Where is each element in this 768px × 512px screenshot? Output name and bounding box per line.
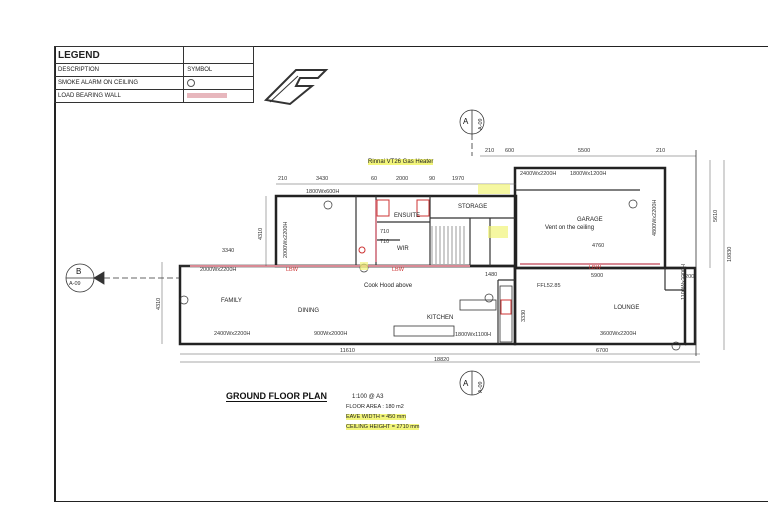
note-lbw-wir: LBW [392, 267, 404, 273]
section-a-bottom-sheet: A-09 [478, 381, 484, 393]
dim-right-upper: 5610 [713, 209, 719, 222]
window-top-bed: 1800Wx600H [306, 189, 340, 195]
room-dining: DINING [298, 308, 319, 314]
dim-top-8: 5500 [578, 148, 591, 154]
room-storage: STORAGE [458, 204, 488, 210]
load-bearing-wall-swatch [187, 92, 228, 98]
dim-left-b: 4310 [156, 297, 162, 310]
dim-top-6: 210 [485, 148, 495, 154]
dim-ensuite-710a: 710 [380, 229, 390, 235]
section-markers [65, 109, 485, 396]
section-a-top-sheet: A-09 [478, 118, 484, 130]
dim-vertical-3330: 3330 [521, 309, 527, 322]
dim-top-1: 3430 [316, 176, 329, 182]
dim-lounge-inner: 5900 [591, 273, 604, 279]
room-lounge: LOUNGE [614, 305, 640, 311]
dim-garage-inner: 4760 [592, 243, 605, 249]
note-cook-hood: Cook Hood above [364, 283, 413, 289]
floor-area: FLOOR AREA : 180 m2 [346, 404, 404, 410]
room-kitchen: KITCHEN [427, 315, 454, 321]
room-wir: WIR [397, 246, 409, 252]
note-gas-heater: Rinnai VT26 Gas Heater [368, 159, 434, 165]
plan-scale: 1:100 @ A3 [352, 394, 384, 400]
dim-ensuite-710b: 710 [380, 239, 390, 245]
note-ffl: FFL52.85 [537, 283, 561, 289]
dim-lounge-small: 1200 [682, 274, 695, 280]
window-bed-side: 2000Wx2200H [283, 221, 289, 258]
section-b-sheet: A-09 [69, 281, 81, 287]
window-family-bottom: 2400Wx2200H [214, 331, 251, 337]
stair-hatch [431, 226, 465, 264]
window-garage-top-a: 2400Wx2200H [520, 171, 557, 177]
ceiling-height: CEILING HEIGHT = 2710 mm [346, 424, 420, 430]
note-lbw-garage: LBW [589, 265, 601, 271]
dim-kitchen-step: 1480 [485, 272, 498, 278]
dim-top-7: 600 [505, 148, 515, 154]
dim-left-a: 3340 [222, 248, 235, 254]
dim-top-9: 210 [656, 148, 666, 154]
kitchen-bench [393, 285, 513, 343]
dim-bottom-left: 11610 [340, 348, 355, 354]
room-ensuite: ENSUITE [394, 213, 421, 219]
sheet-border [54, 46, 768, 502]
window-lounge-bottom: 3600Wx2200H [600, 331, 637, 337]
section-b-label: B [76, 267, 82, 276]
plan-title: GROUND FLOOR PLAN [226, 391, 327, 402]
dim-right-overall: 10830 [727, 246, 733, 262]
room-garage: GARAGE [577, 217, 603, 223]
dim-top-4: 90 [429, 176, 436, 182]
dimension-lines [161, 155, 725, 363]
legend-table: LEGEND DESCRIPTION SYMBOL SMOKE ALARM ON… [53, 46, 254, 103]
dim-top-5: 1970 [452, 176, 465, 182]
section-a-top-label: A [463, 117, 469, 126]
legend-row-load-bearing: LOAD BEARING WALL [53, 89, 185, 103]
smoke-alarm-symbols [179, 199, 681, 351]
dim-top-0: 210 [278, 176, 288, 182]
window-dining-bottom: 900Wx2000H [314, 331, 348, 337]
dim-top-3: 2000 [396, 176, 409, 182]
eave-width: EAVE WIDTH = 450 mm [346, 414, 406, 420]
window-family-top: 2000Wx2200H [200, 267, 237, 273]
load-bearing-walls [190, 200, 660, 267]
window-garage-side: 4800Wx2200H [652, 199, 658, 236]
section-a-bottom-label: A [463, 379, 469, 388]
window-garage-top-b: 1800Wx1200H [570, 171, 607, 177]
dim-overall: 18820 [434, 357, 450, 363]
dim-bottom-right: 6700 [596, 348, 609, 354]
window-lounge-side: 1100Wx2200H [681, 264, 687, 300]
company-logo-icon [263, 69, 329, 106]
highlight-marks [360, 184, 510, 270]
note-lbw-family: LBW [286, 267, 298, 273]
dim-top-2: 60 [371, 176, 378, 182]
legend-symbol-wall [183, 89, 254, 103]
note-vent: Vent on the ceiling [545, 225, 595, 231]
room-family: FAMILY [221, 298, 242, 304]
window-kitchen-bottom: 1800Wx1100H [455, 332, 491, 338]
wet-area-fittings [358, 199, 512, 315]
dim-left-4310: 4310 [258, 227, 264, 240]
smoke-alarm-icon [187, 79, 196, 87]
